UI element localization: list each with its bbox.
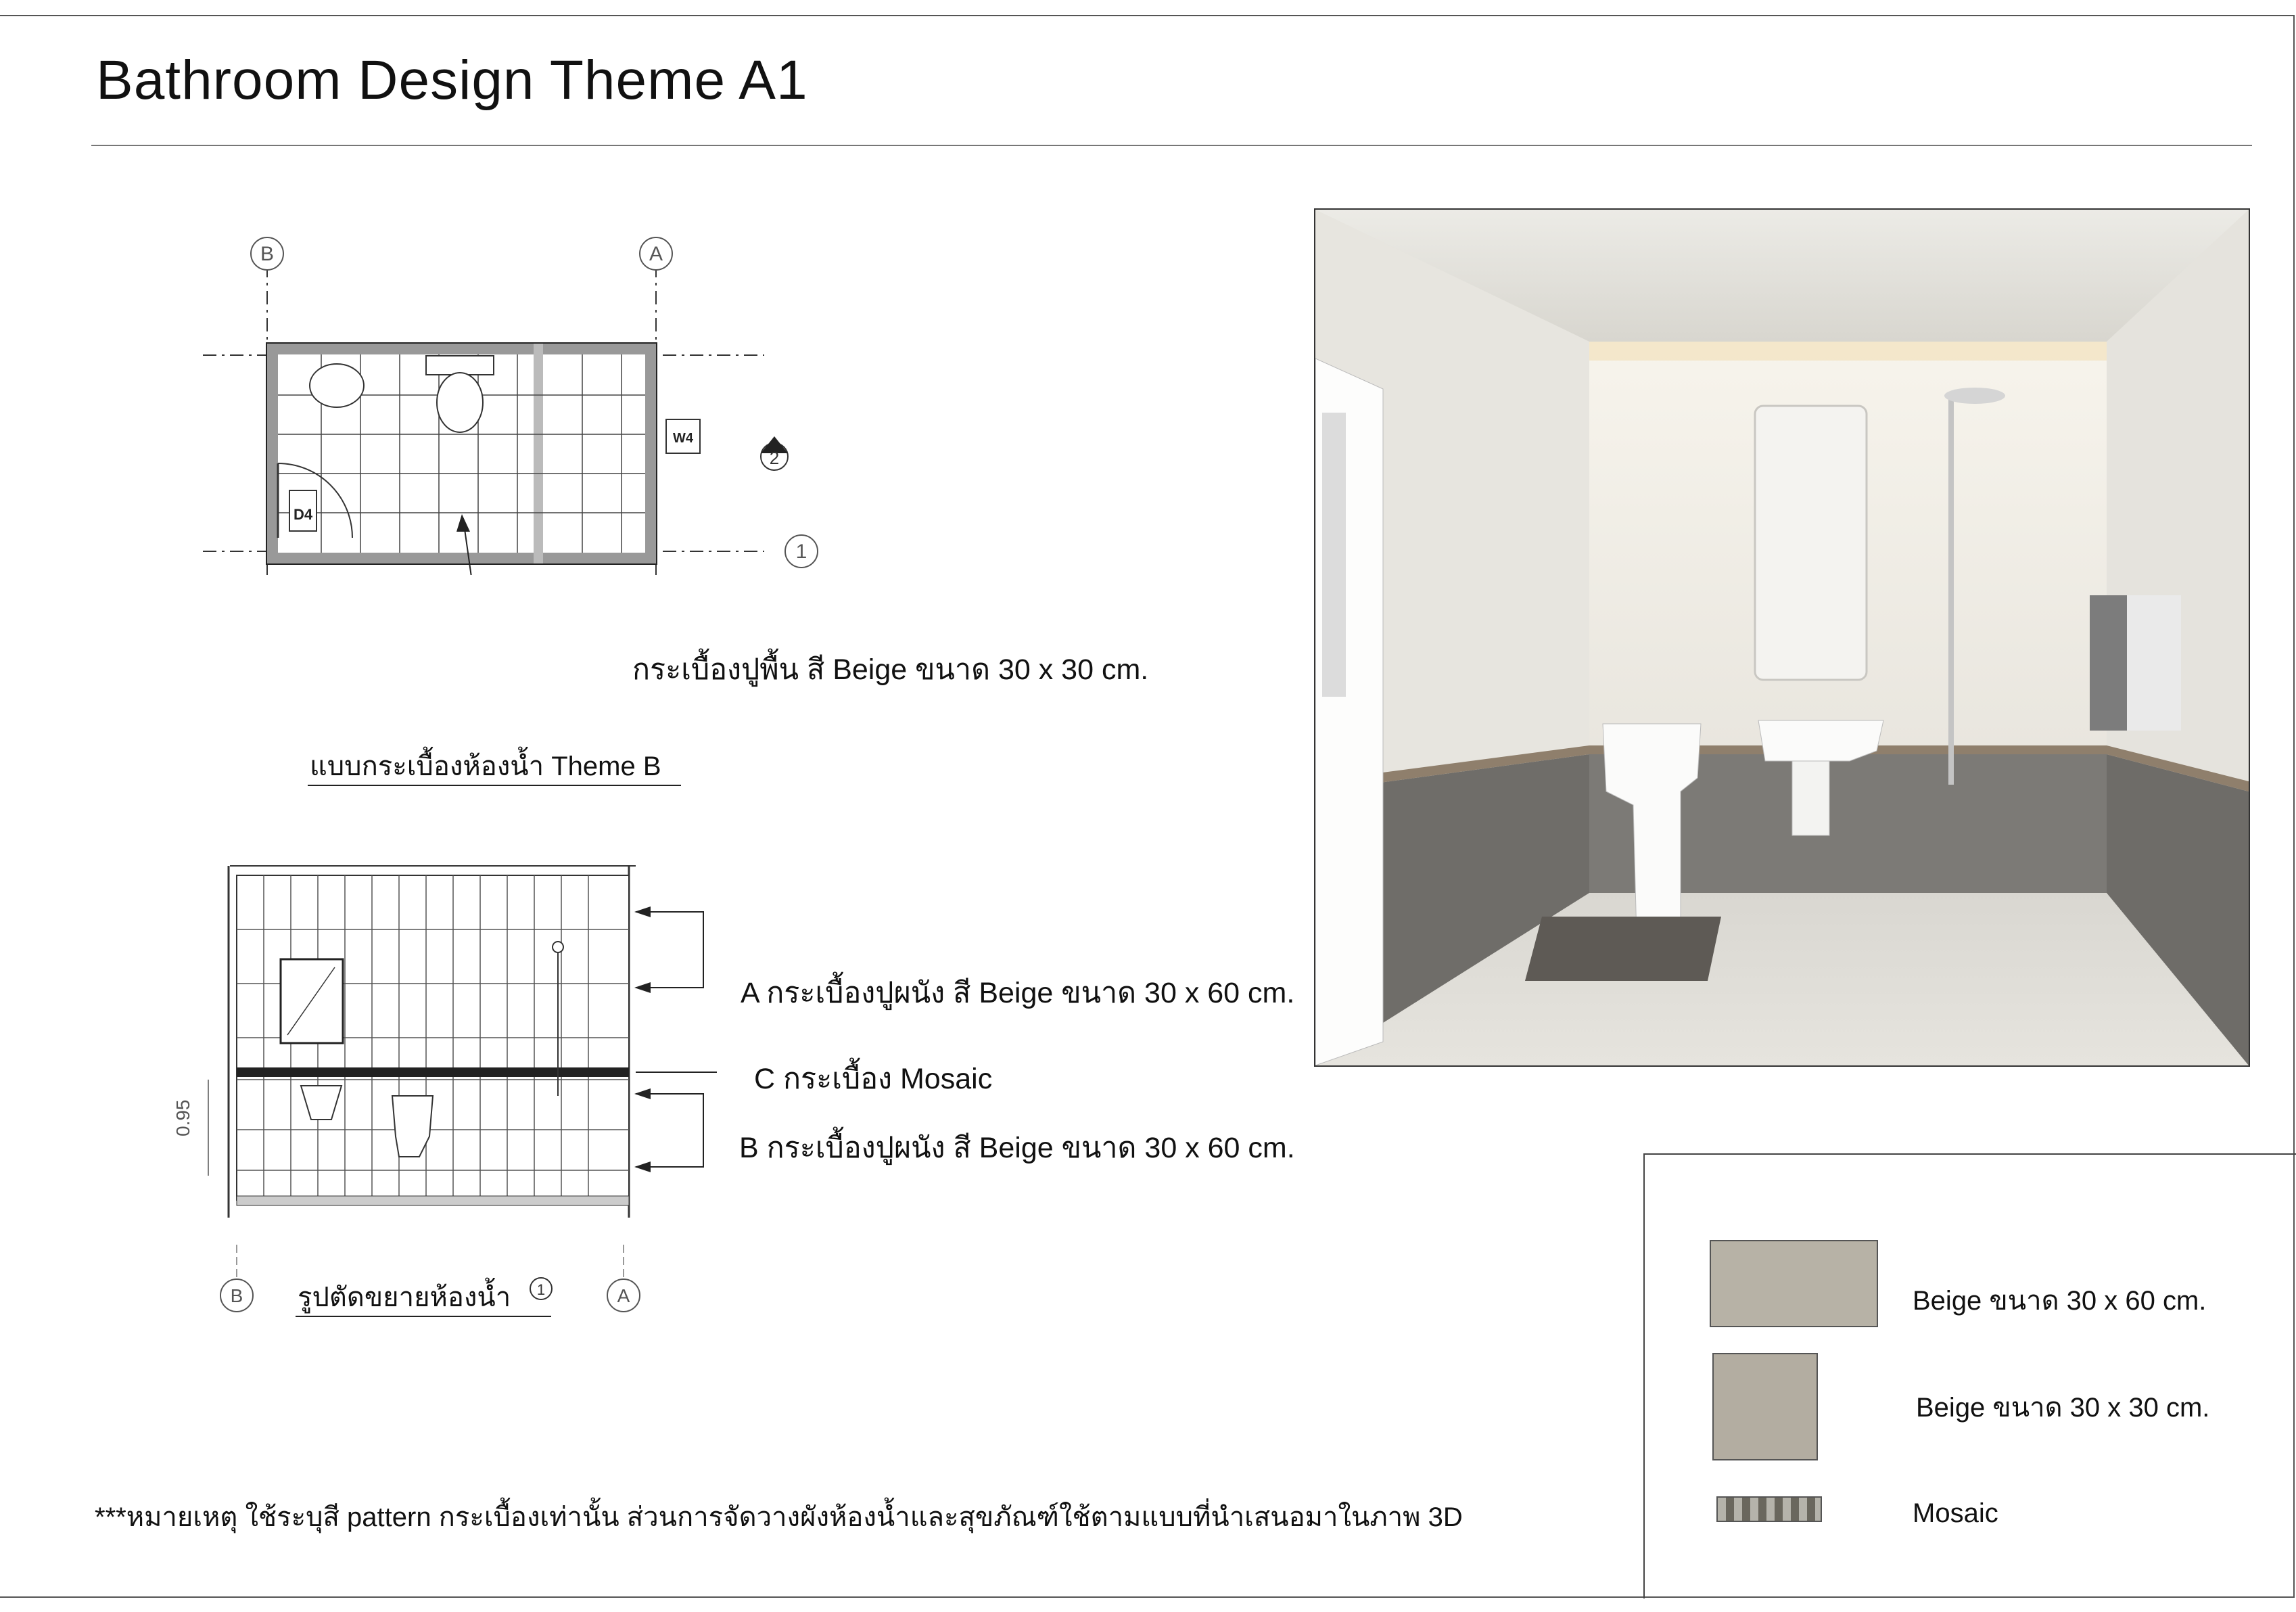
title-divider	[91, 145, 2252, 146]
section-caption: รูปตัดขยายห้องน้ำ	[298, 1283, 511, 1312]
wall-tile-callout-a: A กระเบื้องปูผนัง สี Beige ขนาด 30 x 60 …	[741, 977, 1295, 1009]
plan-grid-bubbles: B A 1 2	[250, 237, 818, 568]
mosaic-callout-c: C กระเบื้อง Mosaic	[754, 1063, 993, 1095]
height-dimension: 0.95	[172, 1100, 193, 1137]
grid-label-a: A	[649, 243, 663, 265]
page-title: Bathroom Design Theme A1	[96, 49, 808, 111]
bathroom-section-drawing: 0.95 B A 1	[172, 865, 717, 1312]
section-grid-label-b: B	[231, 1285, 243, 1306]
swatch-mosaic	[1716, 1496, 1822, 1522]
door-tag: D4	[294, 506, 313, 523]
legend-label-beige-30x60: Beige ขนาด 30 x 60 cm.	[1913, 1286, 2207, 1316]
grid-label-1: 1	[796, 540, 807, 563]
mosaic-strip	[237, 1067, 629, 1077]
plan-caption: แบบกระเบื้องห้องน้ำ Theme B	[310, 752, 661, 781]
footnote: ***หมายเหตุ ใช้ระบุสี pattern กระเบื้องเ…	[95, 1502, 1463, 1532]
wall-tile-callout-b: B กระเบื้องปูผนัง สี Beige ขนาด 30 x 60 …	[739, 1132, 1295, 1164]
swatch-beige-30x30	[1712, 1353, 1818, 1460]
window-tag: W4	[673, 431, 694, 446]
floor-tile-callout: กระเบื้องปูพื้น สี Beige ขนาด 30 x 30 cm…	[632, 653, 1149, 686]
section-marker-1: 1	[537, 1281, 545, 1298]
section-grid-label-a: A	[617, 1285, 630, 1306]
legend-label-mosaic: Mosaic	[1913, 1498, 1998, 1528]
grid-label-b: B	[260, 243, 274, 265]
section-marker-2: 2	[770, 448, 779, 468]
swatch-beige-30x60	[1710, 1240, 1878, 1327]
section-caption-underline	[296, 1316, 551, 1317]
legend-label-beige-30x30: Beige ขนาด 30 x 30 cm.	[1916, 1393, 2210, 1423]
tile-legend-panel	[1643, 1153, 2296, 1598]
bathroom-3d-render	[1314, 208, 2250, 1067]
plan-caption-underline	[308, 785, 681, 786]
floor-plan-drawing: B A 1 2 D4 W4	[203, 237, 818, 575]
page-frame	[0, 15, 2295, 1598]
